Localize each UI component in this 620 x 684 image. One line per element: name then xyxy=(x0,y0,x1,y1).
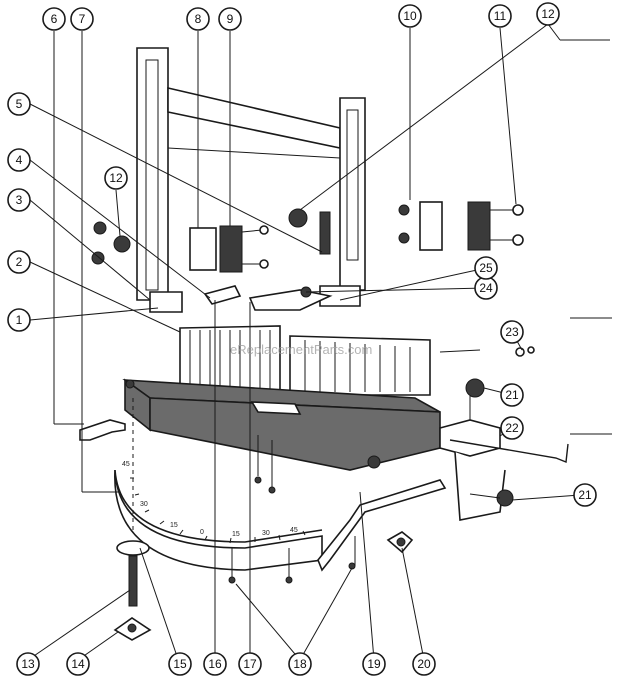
callout-19-label: 19 xyxy=(367,657,381,671)
callout-16-label: 16 xyxy=(208,657,222,671)
callout-20-label: 20 xyxy=(417,657,431,671)
callout-10: 10 xyxy=(398,4,422,28)
callout-22-label: 22 xyxy=(505,421,519,435)
callout-23: 23 xyxy=(500,320,524,344)
scale-label-1: 30 xyxy=(140,501,148,508)
callout-5: 5 xyxy=(7,92,31,116)
hold-down-bracket xyxy=(203,285,333,311)
callout-3-label: 3 xyxy=(16,193,23,207)
callout-7: 7 xyxy=(70,7,94,31)
callout-11: 11 xyxy=(488,4,512,28)
clamp-blocks-right xyxy=(288,201,524,255)
callout-17: 17 xyxy=(238,652,262,676)
callout-21-bottom: 21 xyxy=(573,483,597,507)
scale-label-6: 45 xyxy=(290,527,298,534)
stud-and-knob xyxy=(113,540,152,641)
callout-13-label: 13 xyxy=(21,657,35,671)
callout-1: 1 xyxy=(7,308,31,332)
miter-scale: 45 30 15 0 15 30 45 xyxy=(114,461,323,571)
callout-10-label: 10 xyxy=(403,9,417,23)
callout-21-top: 21 xyxy=(500,383,524,407)
screws-under-table xyxy=(132,398,356,584)
callout-5-label: 5 xyxy=(16,97,23,111)
callout-18: 18 xyxy=(288,652,312,676)
callout-14: 14 xyxy=(66,652,90,676)
callout-24: 24 xyxy=(474,276,498,300)
callout-3: 3 xyxy=(7,188,31,212)
callout-9-label: 9 xyxy=(227,12,234,26)
leader-lines xyxy=(27,23,612,666)
callout-7-label: 7 xyxy=(79,12,86,26)
scale-label-2: 15 xyxy=(170,522,178,529)
callout-21-bottom-label: 21 xyxy=(578,488,592,502)
callout-25-label: 25 xyxy=(479,261,493,275)
scale-label-5: 30 xyxy=(262,530,270,537)
callout-23-label: 23 xyxy=(505,325,519,339)
callout-15: 15 xyxy=(168,652,192,676)
callout-12-left-label: 12 xyxy=(109,171,123,185)
callout-8: 8 xyxy=(186,7,210,31)
callout-6-label: 6 xyxy=(51,12,58,26)
scale-label-0: 45 xyxy=(122,461,130,468)
wing-nut xyxy=(386,531,414,554)
callout-24-label: 24 xyxy=(479,281,493,295)
callout-19: 19 xyxy=(362,652,386,676)
callout-4: 4 xyxy=(7,148,31,172)
upright-frame xyxy=(136,47,366,313)
callout-22: 22 xyxy=(500,416,524,440)
callout-11-label: 11 xyxy=(494,9,507,23)
fences xyxy=(179,325,431,396)
right-bracket xyxy=(317,455,447,572)
callout-2-label: 2 xyxy=(16,255,23,269)
scale-label-3: 0 xyxy=(200,529,204,536)
clamp-blocks-left xyxy=(91,221,269,273)
callout-21-top-label: 21 xyxy=(505,388,519,402)
callout-12-top: 12 xyxy=(536,2,560,26)
callout-18-label: 18 xyxy=(293,657,307,671)
callout-20: 20 xyxy=(412,652,436,676)
table-board xyxy=(122,378,441,471)
callout-25: 25 xyxy=(474,256,498,280)
callout-13: 13 xyxy=(16,652,40,676)
left-bracket xyxy=(79,419,126,441)
callout-2: 2 xyxy=(7,250,31,274)
scale-label-4: 15 xyxy=(232,531,240,538)
callout-6: 6 xyxy=(42,7,66,31)
callout-12-top-label: 12 xyxy=(541,7,555,21)
callout-4-label: 4 xyxy=(16,153,23,167)
watermark: eReplacementParts.com xyxy=(230,342,372,357)
callout-9: 9 xyxy=(218,7,242,31)
clamp-assembly-right xyxy=(439,346,569,521)
callout-8-label: 8 xyxy=(195,12,202,26)
callout-17-label: 17 xyxy=(243,657,257,671)
callout-14-label: 14 xyxy=(71,657,85,671)
callout-12-left: 12 xyxy=(104,166,128,190)
callout-1-label: 1 xyxy=(16,313,23,327)
callout-16: 16 xyxy=(203,652,227,676)
callout-15-label: 15 xyxy=(173,657,187,671)
